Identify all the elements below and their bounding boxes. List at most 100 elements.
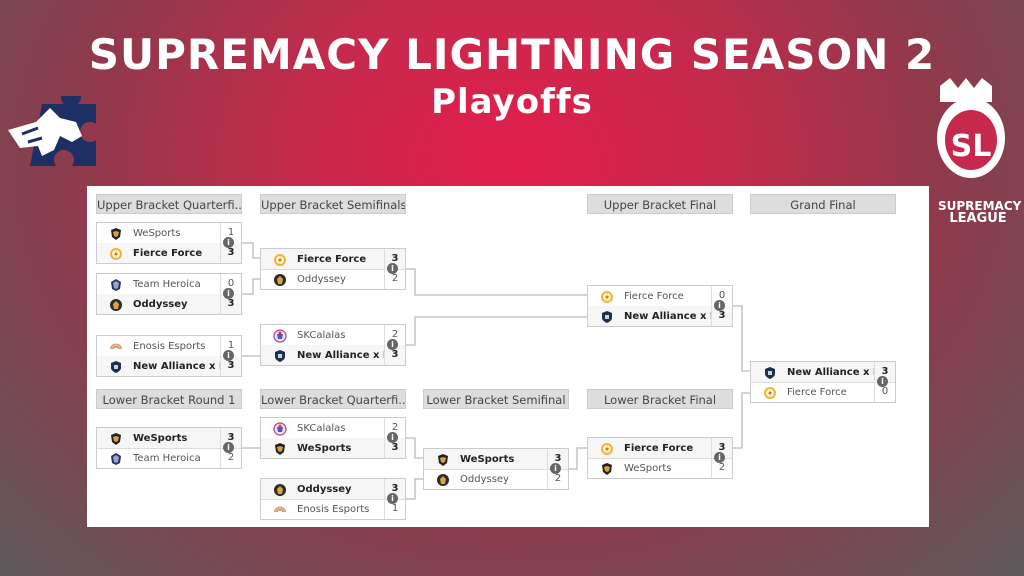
enosis-logo-icon	[273, 502, 287, 516]
brand-line-1: SUPREMACY	[938, 199, 1022, 213]
team-score: 3	[874, 362, 895, 382]
match-info-icon[interactable]: i	[387, 263, 398, 274]
team-row[interactable]: Team Heroica 2	[97, 448, 241, 468]
team-score: 3	[711, 306, 732, 326]
team-heroica-logo-icon	[109, 451, 123, 465]
round-header-upper-quarterfinals: Upper Bracket Quarterfi...	[96, 194, 242, 214]
oddyssey-logo-icon	[273, 482, 287, 496]
team-row[interactable]: New Alliance x L...3	[261, 345, 405, 365]
team-name: Enosis Esports	[133, 340, 206, 352]
enosis-logo-icon	[109, 339, 123, 353]
team-name: SKCalalas	[297, 329, 346, 341]
round-header-upper-semifinals: Upper Bracket Semifinals	[260, 194, 406, 214]
match-info-icon[interactable]: i	[387, 493, 398, 504]
team-score: 2	[384, 269, 405, 289]
wesports-logo-icon	[436, 452, 450, 466]
team-row[interactable]: WeSports 3	[424, 449, 568, 470]
match-info-icon[interactable]: i	[223, 237, 234, 248]
team-score: 0	[220, 274, 241, 294]
new-alliance-logo-icon	[600, 309, 614, 323]
team-score: 1	[220, 223, 241, 243]
team-score: 2	[547, 469, 568, 489]
match-info-icon[interactable]: i	[877, 376, 888, 387]
team-score: 2	[220, 448, 241, 468]
team-name: Oddyssey	[460, 473, 509, 485]
round-header-lower-final: Lower Bracket Final	[587, 389, 733, 409]
team-row[interactable]: WeSports 1	[97, 223, 241, 244]
team-score: 3	[711, 438, 732, 458]
team-name: Team Heroica	[133, 452, 201, 464]
team-name: New Alliance x L...	[624, 310, 711, 322]
fierce-force-logo-icon	[109, 246, 123, 260]
team-row[interactable]: Team Heroica 0	[97, 274, 241, 295]
team-name: Fierce Force	[787, 386, 847, 398]
match-info-icon[interactable]: i	[714, 452, 725, 463]
round-header-upper-final: Upper Bracket Final	[587, 194, 733, 214]
team-row[interactable]: SKCalalas 2	[261, 418, 405, 439]
wesports-logo-icon	[109, 226, 123, 240]
team-row[interactable]: Oddyssey 2	[424, 469, 568, 489]
team-score: 3	[220, 294, 241, 314]
team-name: SKCalalas	[297, 422, 346, 434]
match-info-icon[interactable]: i	[223, 350, 234, 361]
oddyssey-logo-icon	[273, 272, 287, 286]
team-name: Fierce Force	[624, 290, 684, 302]
team-row[interactable]: New Alliance x L...3	[588, 306, 732, 326]
match-info-icon[interactable]: i	[223, 288, 234, 299]
team-name: WeSports	[624, 462, 672, 474]
team-name: Fierce Force	[297, 253, 367, 265]
team-name: Team Heroica	[133, 278, 201, 290]
round-header-lower-round-1: Lower Bracket Round 1	[96, 389, 242, 409]
team-name: WeSports	[460, 453, 515, 465]
oddyssey-logo-icon	[436, 472, 450, 486]
fierce-force-logo-icon	[600, 289, 614, 303]
wesports-logo-icon	[600, 461, 614, 475]
match-info-icon[interactable]: i	[714, 300, 725, 311]
skcalalas-logo-icon	[273, 421, 287, 436]
team-name: New Alliance x L...	[297, 349, 384, 361]
team-name: WeSports	[133, 227, 181, 239]
page-title: SUPREMACY LIGHTNING SEASON 2	[88, 30, 936, 79]
team-name: WeSports	[133, 432, 188, 444]
team-name: Oddyssey	[133, 298, 188, 310]
oddyssey-logo-icon	[109, 297, 123, 311]
team-score: 2	[384, 418, 405, 438]
skcalalas-logo-icon	[273, 328, 287, 343]
team-score: 3	[547, 449, 568, 469]
match-info-icon[interactable]: i	[223, 442, 234, 453]
team-row[interactable]: WeSports 2	[588, 458, 732, 478]
match-info-icon[interactable]: i	[550, 463, 561, 474]
page-subtitle: Playoffs	[431, 82, 593, 122]
match-info-icon[interactable]: i	[387, 432, 398, 443]
match-info-icon[interactable]: i	[387, 339, 398, 350]
team-row[interactable]: New Alliance x L...3	[97, 356, 241, 376]
team-score: 2	[711, 458, 732, 478]
team-row[interactable]: Oddyssey 3	[97, 294, 241, 314]
team-row[interactable]: New Alliance x L...3	[751, 362, 895, 383]
bracket-panel: Upper Bracket Quarterfi... Upper Bracket …	[87, 186, 929, 527]
